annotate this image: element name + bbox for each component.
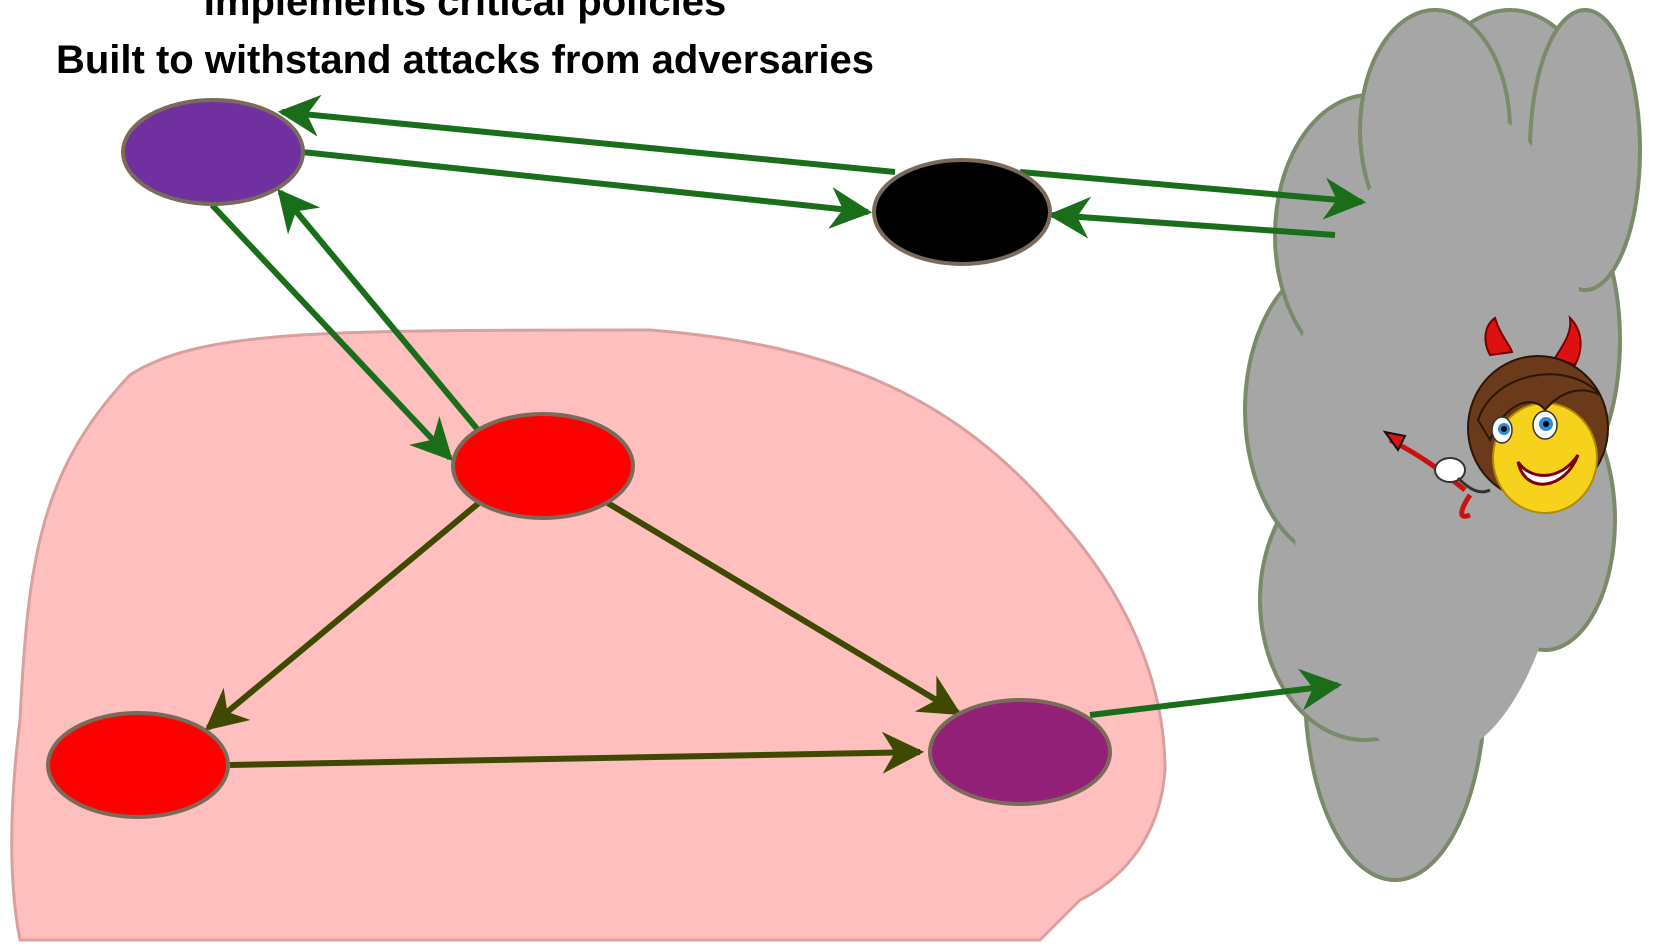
node-black (874, 160, 1050, 264)
node-right-magenta (930, 700, 1110, 804)
title-line-1: Implements critical policies (0, 0, 930, 26)
node-center-red (453, 414, 633, 518)
title-line-2: Built to withstand attacks from adversar… (0, 36, 930, 84)
node-left-red (48, 713, 228, 817)
arrow-black-to-purple (282, 112, 895, 172)
node-top-purple (123, 100, 303, 204)
